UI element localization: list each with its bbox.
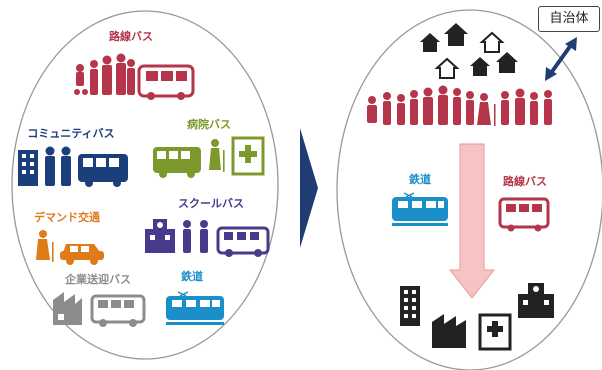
left-ellipse (11, 10, 279, 360)
students-icon (183, 220, 208, 253)
train-icon (166, 291, 224, 325)
school-bus-icon (216, 226, 270, 257)
municipality-box: 自治体 (538, 6, 600, 32)
railway-left-label: 鉄道 (181, 269, 203, 283)
hospital-icon (231, 136, 265, 176)
taxi-car-icon (60, 244, 104, 265)
school-bus-group: スクールバス (145, 197, 270, 257)
factory-icon (53, 292, 82, 325)
rosen-bus-right-label: 路線バス (503, 174, 547, 188)
railway-left-group: 鉄道 (166, 269, 224, 325)
residents-silhouette-icon (367, 85, 552, 126)
elderly-cane-icon (209, 139, 225, 172)
school-building-icon (145, 219, 175, 253)
community-bus-group: コミュニティバス (18, 127, 128, 187)
people-silhouette-icon (74, 53, 135, 95)
bidirectional-arrow-icon (545, 37, 577, 81)
transition-arrow-icon (300, 128, 318, 248)
hospital-bus-icon (153, 147, 201, 178)
train-right-icon (392, 192, 448, 226)
hospital-bus-group: 病院バス (153, 117, 265, 178)
rosen-bus-icon (137, 64, 195, 100)
railway-right-group: 鉄道 (392, 172, 448, 226)
railway-right-label: 鉄道 (409, 172, 431, 186)
elderly-people-icon (45, 146, 71, 186)
demand-transport-group: デマンド交通 (34, 210, 104, 265)
school-right-icon (518, 283, 554, 318)
corporate-bus-label: 企業送迎バス (64, 272, 131, 286)
hospital-right-icon (478, 313, 512, 351)
hospital-bus-label: 病院バス (187, 117, 231, 131)
office-building-icon (400, 286, 420, 326)
community-bus-icon (78, 154, 128, 187)
rosen-bus-right-group: 路線バス (498, 174, 550, 232)
elderly-walking-icon (36, 230, 54, 262)
rosen-bus-right-icon (498, 197, 550, 232)
down-arrow-icon (448, 143, 496, 299)
rosen-bus-group: 路線バス (74, 29, 195, 100)
factory-right-icon (432, 314, 466, 348)
school-bus-label: スクールバス (178, 197, 244, 210)
corporate-bus-group: 企業送迎バス (53, 272, 146, 327)
community-bus-label: コミュニティバス (27, 127, 114, 140)
corporate-bus-icon (90, 294, 146, 327)
houses-icon (420, 23, 518, 79)
building-icon (18, 150, 38, 186)
rosen-bus-label: 路線バス (109, 29, 153, 43)
demand-transport-label: デマンド交通 (34, 210, 100, 224)
